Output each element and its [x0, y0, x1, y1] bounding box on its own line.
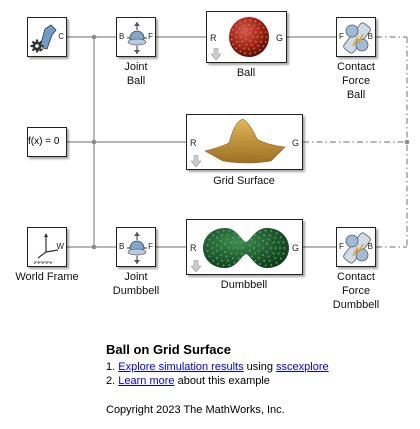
info-item-1: 1. Explore simulation results using ssce…: [106, 360, 329, 374]
contact-force-dumbbell-block[interactable]: F B: [336, 227, 376, 267]
port-r: R: [190, 138, 197, 148]
world-frame-icon: [33, 233, 59, 264]
down-arrow-icon: [211, 48, 221, 60]
contact-force-icon: [343, 22, 371, 54]
model-info: Ball on Grid Surface 1. Explore simulati…: [106, 342, 329, 388]
port-r: R: [190, 243, 197, 253]
grid-surface-render: [204, 118, 286, 164]
info-item-2: 2. Learn more about this example: [106, 374, 329, 388]
world-frame-block[interactable]: W: [27, 227, 67, 267]
port-r: R: [210, 33, 217, 43]
explore-results-link[interactable]: Explore simulation results: [118, 361, 244, 373]
joint-ball-block[interactable]: B F: [116, 17, 156, 57]
port-g: G: [291, 243, 299, 253]
joint-icon: [127, 22, 147, 54]
joint-dumbbell-block[interactable]: B F: [116, 227, 156, 267]
dumbbell-label: Dumbbell: [220, 279, 268, 291]
down-arrow-icon: [191, 260, 201, 272]
grid-surface-block[interactable]: R G: [186, 114, 303, 170]
port-f: F: [339, 32, 344, 41]
solver-configuration-block[interactable]: C: [27, 17, 67, 57]
item-text: using: [246, 361, 273, 373]
item-number: 1.: [106, 361, 116, 373]
port-f: F: [148, 242, 153, 251]
port-b: B: [367, 32, 373, 41]
joint-icon: [127, 232, 147, 264]
constraint-block[interactable]: f(x) = 0: [27, 127, 67, 157]
dumbbell-render: [203, 228, 289, 268]
learn-more-link[interactable]: Learn more: [118, 375, 175, 387]
port-w: W: [56, 242, 64, 251]
model-title: Ball on Grid Surface: [106, 342, 231, 357]
world-frame-label: World Frame: [15, 271, 79, 283]
constraint-expression: f(x) = 0: [28, 136, 60, 147]
port-b: B: [367, 242, 373, 251]
ball-label: Ball: [236, 67, 256, 79]
ball-block[interactable]: R G: [206, 11, 287, 63]
sscexplore-link[interactable]: sscexplore: [276, 361, 329, 373]
item-number: 2.: [106, 375, 116, 387]
item-text: about this example: [177, 375, 270, 387]
port-f: F: [148, 32, 153, 41]
contact-force-ball-block[interactable]: F B: [336, 17, 376, 57]
port-c: C: [58, 32, 64, 41]
port-b: B: [119, 32, 125, 41]
down-arrow-icon: [191, 155, 201, 167]
port-f: F: [339, 242, 344, 251]
contact-force-icon: [343, 232, 371, 264]
ball-render: [229, 17, 269, 57]
grid-surface-label: Grid Surface: [213, 175, 275, 187]
port-g: G: [275, 33, 283, 43]
gear-icon: [30, 39, 44, 53]
port-b: B: [119, 242, 125, 251]
copyright-text: Copyright 2023 The MathWorks, Inc.: [106, 404, 285, 416]
port-g: G: [291, 138, 299, 148]
dumbbell-block[interactable]: R G: [186, 219, 303, 275]
